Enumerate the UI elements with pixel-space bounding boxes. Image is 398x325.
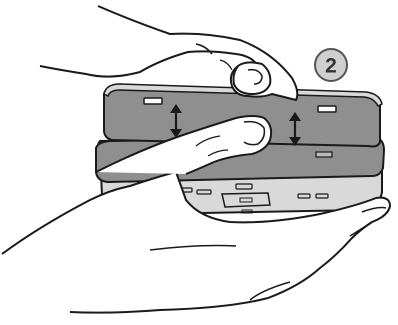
step-number: 2 (325, 55, 337, 78)
step-badge: 2 (315, 49, 347, 81)
